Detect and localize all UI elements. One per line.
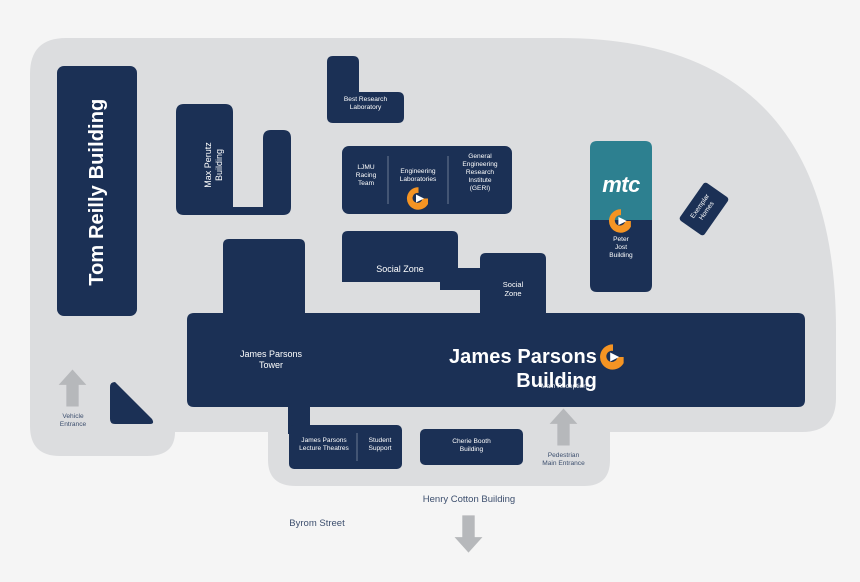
arrow-down-icon-henry-cotton xyxy=(454,515,483,553)
building-label-exemplar-homes: Exemplar Homes xyxy=(689,193,716,222)
building-peter-jost[interactable] xyxy=(590,141,652,292)
building-max-perutz[interactable] xyxy=(176,104,291,215)
building-cherie-booth[interactable] xyxy=(420,429,523,465)
vehicle-entrance-triangle xyxy=(110,382,154,424)
building-social-zone-2[interactable] xyxy=(480,253,546,313)
building-engineering-block[interactable] xyxy=(342,146,512,214)
building-james-parsons-building[interactable] xyxy=(187,313,805,407)
building-social-zone-1[interactable] xyxy=(342,231,458,282)
connector-social-zone-1 xyxy=(440,268,484,290)
building-james-parsons-tower-stub[interactable] xyxy=(223,239,305,315)
building-best-research-laboratory[interactable] xyxy=(327,56,404,123)
building-tom-reilly[interactable] xyxy=(57,66,137,316)
building-lecture-theatres-block[interactable] xyxy=(289,425,402,469)
